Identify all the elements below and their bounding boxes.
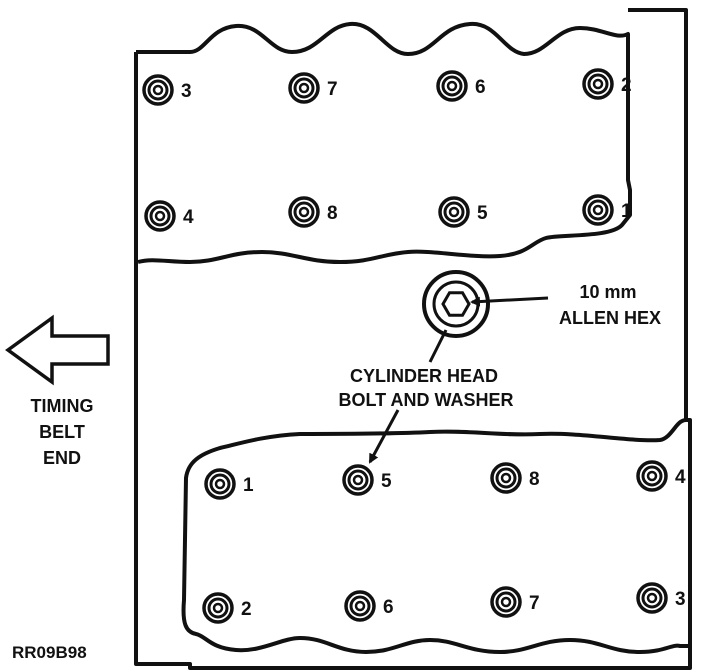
lower-cylinder-head-outline (181, 418, 690, 654)
upper-head-bolt: 6 (436, 70, 486, 102)
upper-head-bolt-number: 4 (183, 207, 194, 228)
lower-head-bolt: 4 (636, 460, 686, 492)
left-arrow-icon (5, 314, 110, 386)
lower-head-bolt-number: 1 (243, 475, 254, 496)
lower-head-bolt: 6 (344, 590, 394, 622)
lower-head-bolt: 3 (636, 582, 686, 614)
bolt-washer-leader-upper (428, 329, 448, 363)
upper-head-bolt: 1 (582, 194, 632, 226)
figure-code: RR09B98 (12, 643, 87, 662)
bolt-and-washer-label: BOLT AND WASHER (339, 390, 514, 410)
cylinder-head-label: CYLINDER HEAD (350, 366, 498, 386)
allen-hex-leader-line (470, 296, 549, 307)
upper-head-bolt-number: 2 (621, 75, 632, 96)
lower-head-bolt-number: 2 (241, 599, 252, 620)
lower-head-bolt: 8 (490, 462, 540, 494)
bolt-washer-leader-lower (368, 409, 400, 464)
engine-block-outline (134, 8, 692, 670)
upper-head-bolt-number: 8 (327, 203, 338, 224)
lower-head-bolt: 2 (202, 592, 252, 624)
upper-head-bolt: 2 (582, 68, 632, 100)
lower-head-bolt: 7 (490, 586, 540, 618)
lower-head-bolt-number: 3 (675, 589, 686, 610)
upper-head-bolt-number: 5 (477, 203, 488, 224)
lower-head-bolt-number: 8 (529, 469, 540, 490)
lower-head-bolt-number: 6 (383, 597, 394, 618)
upper-head-bolt: 8 (288, 196, 338, 228)
upper-head-bolt-number: 7 (327, 79, 338, 100)
upper-head-bolt: 3 (142, 74, 192, 106)
timing-label: TIMING (31, 396, 94, 416)
allen-hex-size-label: 10 mm (579, 282, 636, 302)
upper-head-bolt-number: 3 (181, 81, 192, 102)
upper-head-bolt: 5 (438, 196, 488, 228)
allen-hex-socket-icon (441, 291, 471, 317)
upper-head-bolts: 3 7 6 2 4 8 5 1 (142, 68, 632, 232)
upper-cylinder-head-outline (136, 21, 632, 264)
upper-head-bolt-number: 6 (475, 77, 486, 98)
cylinder-head-bolt-and-washer (422, 270, 490, 338)
allen-hex-label: ALLEN HEX (559, 308, 661, 328)
lower-head-bolt-number: 7 (529, 593, 540, 614)
upper-head-bolt: 7 (288, 72, 338, 104)
lower-head-bolts: 1 5 8 4 2 6 7 3 (202, 460, 686, 624)
lower-head-bolt-number: 4 (675, 467, 686, 488)
lower-head-bolt-number: 5 (381, 471, 392, 492)
upper-head-bolt-number: 1 (621, 201, 632, 222)
lower-head-bolt: 5 (342, 464, 392, 496)
belt-label: BELT (39, 422, 85, 442)
upper-head-bolt: 4 (144, 200, 194, 232)
end-label: END (43, 448, 81, 468)
lower-head-bolt: 1 (204, 468, 254, 500)
